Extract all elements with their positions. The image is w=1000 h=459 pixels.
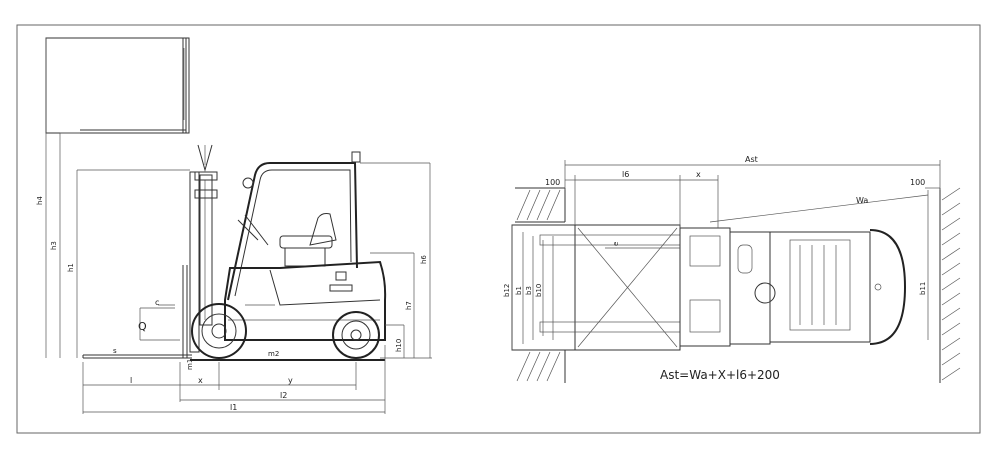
- width-dims: [511, 225, 554, 350]
- wa-line: [709, 194, 929, 223]
- label-b10: b10: [535, 284, 543, 297]
- ground-fork: [82, 354, 192, 359]
- label-l1: l1: [230, 403, 237, 412]
- label-ast: Ast: [745, 155, 758, 164]
- label-l: l: [130, 376, 132, 385]
- label-100-right: 100: [910, 178, 925, 187]
- label-h10: h10: [395, 339, 403, 352]
- top-dims: [564, 160, 941, 340]
- label-x: x: [198, 376, 203, 385]
- label-h1: h1: [67, 263, 75, 272]
- load-center-mark: [139, 304, 180, 341]
- label-h3: h3: [50, 241, 58, 250]
- top-view: Ast 100 100 l6 x Wa e b12 b1 b3 b10 b11 …: [503, 155, 961, 383]
- overhead-guard: [227, 151, 361, 301]
- mast: [182, 144, 218, 358]
- front-wheel: [191, 303, 247, 359]
- label-h6: h6: [420, 255, 428, 264]
- truck-top: [679, 227, 907, 347]
- label-s: s: [113, 347, 117, 355]
- label-m1: m1: [186, 359, 194, 370]
- label-wa: Wa: [856, 196, 868, 205]
- label-100-left: 100: [545, 178, 560, 187]
- label-l2: l2: [280, 391, 287, 400]
- lifted-fork: [45, 37, 190, 134]
- formula: Ast=Wa+X+l6+200: [660, 368, 780, 382]
- label-b12: b12: [503, 284, 511, 297]
- truck-body: [224, 260, 387, 341]
- label-l6: l6: [622, 170, 629, 179]
- label-e: e: [612, 242, 620, 246]
- label-Q: Q: [138, 320, 147, 333]
- label-b1: b1: [515, 286, 523, 295]
- label-m2: m2: [268, 350, 279, 358]
- side-view: h4 h3 h1 h6 h7 h10 m1 m2 c Q s l x y l2 …: [36, 37, 432, 414]
- label-c: c: [155, 298, 159, 307]
- right-wall: [939, 187, 961, 383]
- label-h4: h4: [36, 196, 44, 205]
- label-b3: b3: [525, 286, 533, 295]
- label-h7: h7: [405, 301, 413, 310]
- bottom-dims: [82, 345, 386, 414]
- label-b11: b11: [919, 282, 927, 295]
- label-y: y: [288, 376, 293, 385]
- drawing-frame: [16, 24, 981, 434]
- seat: [237, 213, 337, 267]
- label-x-top: x: [696, 170, 701, 179]
- rear-wheel: [332, 311, 380, 359]
